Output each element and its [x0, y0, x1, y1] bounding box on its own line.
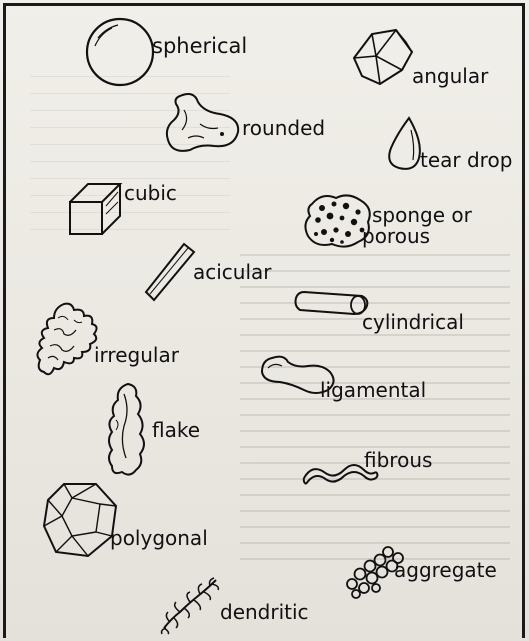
- shape-label-ligamental: ligamental: [320, 380, 426, 400]
- shape-label-porous: porous: [362, 226, 430, 246]
- shape-label-acicular: acicular: [193, 262, 272, 282]
- shape-label-aggregate: aggregate: [394, 560, 497, 580]
- shape-label-rounded: rounded: [242, 118, 325, 138]
- polygon-particle-icon: [42, 480, 120, 560]
- shape-label-tear-drop: tear drop: [420, 150, 512, 170]
- sphere-icon: [84, 16, 156, 88]
- cube-icon: [66, 180, 126, 238]
- cylinder-icon: [292, 288, 372, 318]
- shape-label-irregular: irregular: [94, 345, 179, 365]
- shape-label-spherical: spherical: [152, 36, 247, 57]
- shape-label-cylindrical: cylindrical: [362, 312, 464, 332]
- shape-label-polygonal: polygonal: [110, 528, 208, 548]
- shape-label-fibrous: fibrous: [364, 450, 432, 470]
- shape-label-angular: angular: [412, 66, 488, 86]
- shape-label-dendritic: dendritic: [220, 602, 309, 622]
- dendrite-particle-icon: [158, 576, 224, 634]
- shape-label-sponge: sponge or: [372, 205, 472, 225]
- shape-label-flake: flake: [152, 420, 200, 440]
- rounded-particle-icon: [160, 90, 244, 154]
- background-bleed: [240, 240, 510, 570]
- needle-particle-icon: [142, 240, 198, 302]
- flake-particle-icon: [104, 380, 152, 480]
- shape-label-cubic: cubic: [124, 183, 177, 203]
